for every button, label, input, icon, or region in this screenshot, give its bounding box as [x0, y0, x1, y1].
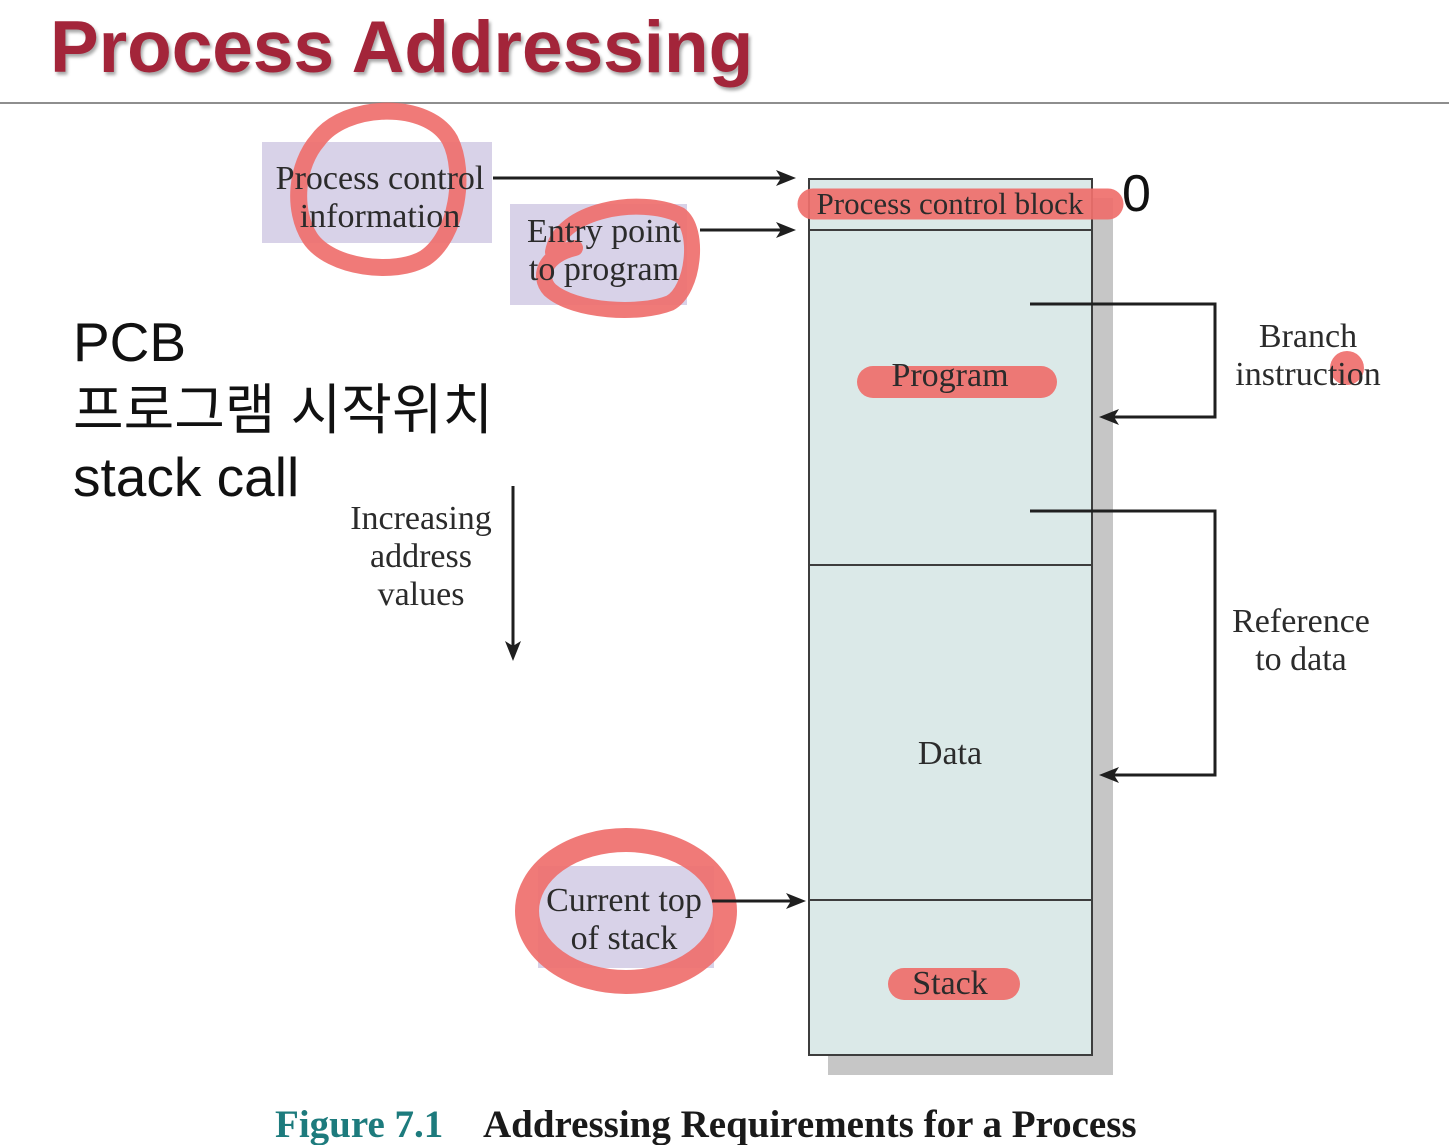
- label-line: address: [370, 538, 472, 575]
- label-entry-point: Entry point to program: [474, 213, 734, 289]
- arrow-entry-point: [700, 222, 796, 238]
- label-line: Reference: [1232, 603, 1370, 640]
- note-program-start: 프로그램 시작위치: [73, 379, 494, 441]
- label-reference-to-data: Reference to data: [1171, 603, 1431, 679]
- bracket-line: [1030, 509, 1217, 777]
- label-branch-instruction: Branch instruction: [1178, 318, 1438, 394]
- label-line: to data: [1255, 641, 1347, 678]
- label-line: values: [377, 576, 465, 613]
- bracket-branch-instruction: [1030, 302, 1217, 425]
- note-stack-call: stack call: [73, 446, 300, 508]
- label-line: Branch: [1258, 318, 1358, 355]
- arrow-head: [776, 222, 796, 238]
- arrow-process-control-information: [493, 170, 796, 186]
- highlighter-annotations: [290, 102, 1364, 1000]
- highlight-dot-instruction: [1330, 351, 1364, 385]
- bracket-reference-to-data: [1030, 509, 1217, 783]
- label-line: instruction: [1235, 356, 1381, 393]
- highlight-circle-process-control: [290, 102, 467, 276]
- arrow-head: [786, 893, 806, 909]
- segment-data: [808, 564, 1093, 901]
- arrow-head: [1099, 409, 1119, 425]
- arrow-head: [505, 641, 521, 661]
- label-line: to program: [528, 251, 680, 288]
- segment-label-process-control-block: Process control block: [816, 186, 1084, 221]
- arrow-increasing-address: [505, 486, 521, 661]
- label-line: of stack: [570, 920, 678, 957]
- arrow-head: [776, 170, 796, 186]
- label-line: information: [299, 198, 461, 235]
- label-line: Current top: [546, 882, 702, 919]
- slide-title: Process Addressing: [50, 7, 754, 88]
- segment-label-data: Data: [917, 735, 983, 772]
- figure-title: Addressing Requirements for a Process: [483, 1103, 1137, 1145]
- label-line: Process control: [275, 160, 485, 197]
- segment-label-program: Program: [891, 357, 1009, 394]
- highlight-circle-current-top: [515, 828, 737, 994]
- bracket-line: [1030, 302, 1217, 419]
- highlight-curl-entry-point: [536, 198, 700, 318]
- segment-label-stack: Stack: [912, 965, 988, 1002]
- label-box-current-top-of-stack: [538, 866, 714, 968]
- figure-label: Figure 7.1: [275, 1103, 444, 1145]
- arrow-current-top-of-stack: [712, 893, 806, 909]
- label-line: Increasing: [350, 500, 492, 537]
- label-increasing-address-values: Increasing address values: [291, 500, 551, 614]
- arrow-head: [1099, 767, 1119, 783]
- label-line: Entry point: [527, 213, 681, 250]
- label-process-control-information: Process control information: [250, 160, 510, 236]
- label-current-top-of-stack: Current top of stack: [494, 882, 754, 958]
- address-zero-note: 0: [1122, 165, 1151, 223]
- note-pcb: PCB: [73, 311, 187, 373]
- title-divider: [0, 102, 1449, 104]
